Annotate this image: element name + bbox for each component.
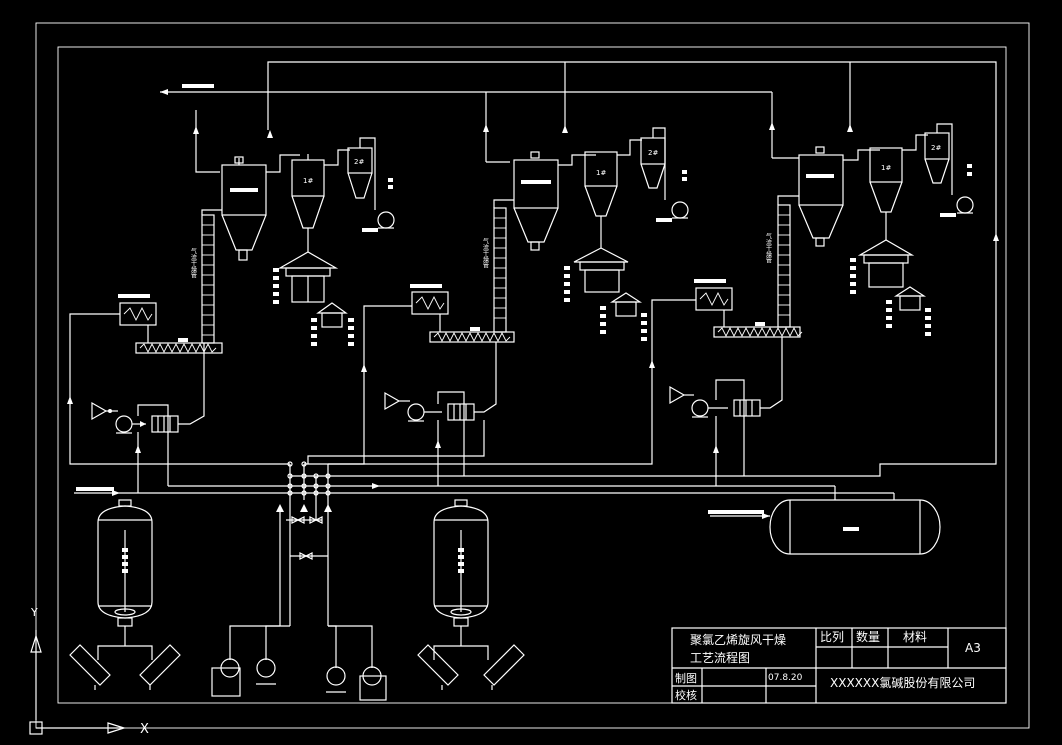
cyclone-1: [869, 147, 903, 183]
air-heater: [151, 415, 179, 433]
cyclone-2-label: 2#: [354, 158, 364, 166]
title-line-2: 工艺流程图: [690, 650, 750, 665]
cyclone-1: [584, 151, 618, 187]
air-filter: [91, 401, 108, 421]
air-heater: [447, 403, 475, 421]
reactor-2: [417, 499, 525, 690]
riser-dryer: [777, 204, 791, 328]
feed-hopper: [695, 287, 733, 311]
transfer-pumps: [211, 625, 387, 701]
riser-dryer: [493, 207, 507, 333]
packing-labels-left-2: [564, 266, 570, 302]
exhaust-fan: [377, 211, 395, 229]
title-line-1: 聚氯乙烯旋风干燥: [690, 633, 786, 647]
checked-by-label: 校核: [675, 688, 697, 702]
screw-conveyor: [713, 326, 801, 338]
separator-vessel: [513, 159, 559, 209]
drawing-date: 07.8.20: [768, 673, 803, 683]
sheet-size: A3: [965, 641, 981, 655]
riser-dryer: [201, 214, 215, 344]
riser-dryer-label: 气流干燥管: [482, 237, 489, 269]
packing-labels-left-1: [273, 268, 279, 304]
blower: [115, 415, 133, 433]
ucs-icon: Y X: [29, 606, 149, 737]
common-headers: [74, 240, 997, 626]
material-header: 材料: [903, 630, 927, 644]
scale-header: 比列: [820, 630, 844, 644]
reactor-1: [69, 499, 181, 690]
blower: [407, 403, 425, 421]
riser-dryer-label: 气流干燥管: [190, 247, 197, 279]
ucs-y-label: Y: [30, 606, 38, 619]
blower: [691, 399, 709, 417]
exhaust-fan: [956, 196, 974, 214]
quantity-header: 数量: [856, 629, 880, 644]
screw-conveyor: [135, 342, 223, 354]
cyclone-1-label: 1#: [596, 169, 606, 177]
packing-labels-right-1: [311, 318, 354, 346]
header-pipes: [160, 61, 999, 241]
drawn-by-label: 制图: [675, 672, 697, 685]
cyclone-2-label: 2#: [931, 144, 941, 152]
riser-dryer-label: 气流干燥管: [765, 232, 772, 264]
separator-vessel: [798, 154, 844, 206]
packing-labels-right-2: [600, 306, 647, 341]
title-block: 聚氯乙烯旋风干燥 工艺流程图 比列 数量 材料 A3 制图 校核 07.8.20…: [671, 627, 1007, 704]
ucs-x-label: X: [140, 722, 149, 737]
cyclone-1-label: 1#: [881, 164, 891, 172]
packing-labels-left-3: [850, 258, 856, 294]
inner-frame: [57, 46, 1007, 704]
feed-hopper: [119, 302, 157, 326]
screw-conveyor: [429, 331, 515, 343]
air-heater: [733, 399, 761, 417]
drying-unit-3: 1# 2#: [328, 122, 974, 486]
company-name: XXXXXX氯碱股份有限公司: [830, 676, 975, 690]
feed-hopper: [411, 291, 449, 315]
outer-frame: [35, 22, 1030, 729]
air-filter: [384, 391, 401, 411]
exhaust-fan: [671, 201, 689, 219]
air-filter: [669, 385, 686, 405]
storage-tank: [708, 499, 941, 555]
drying-unit-1: 1# 2#: [67, 110, 395, 493]
cyclone-2-label: 2#: [648, 149, 658, 157]
cyclone-1-label: 1#: [303, 177, 313, 185]
drying-unit-2: 1# 2#: [304, 124, 689, 486]
separator-vessel: [221, 164, 267, 216]
packing-labels-right-3: [886, 300, 931, 336]
